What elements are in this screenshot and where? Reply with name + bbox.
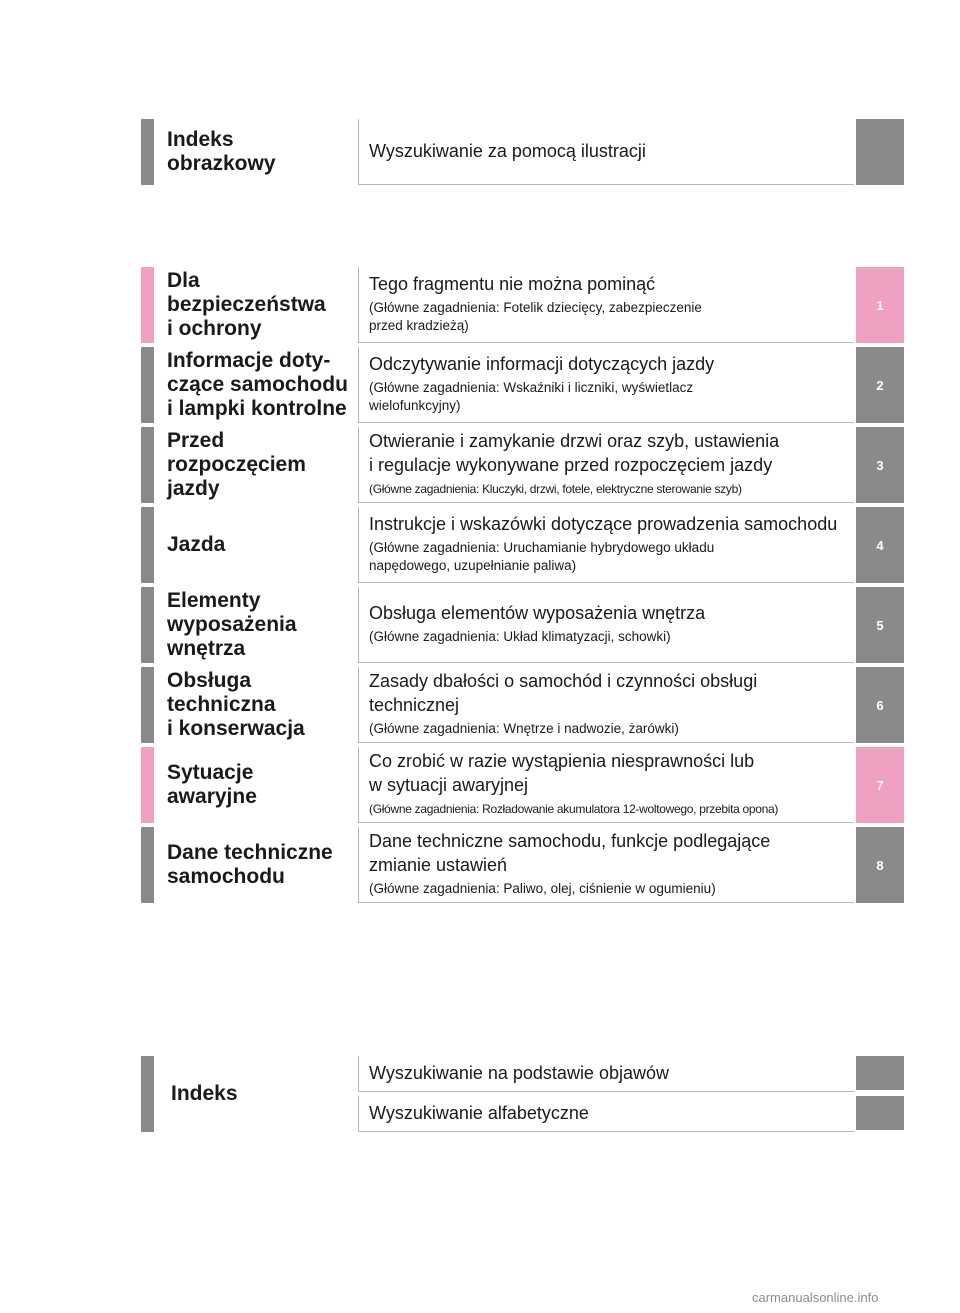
section-bar bbox=[141, 507, 154, 583]
section-subtopics: (Główne zagadnienia: Wskaźniki i licznik… bbox=[369, 380, 694, 413]
section-main-text: Wyszukiwanie za pomocą ilustracji bbox=[369, 140, 646, 161]
section-bar bbox=[141, 747, 154, 823]
chapter-tab-7[interactable]: 7 bbox=[856, 747, 904, 823]
section-main-text: Co zrobić w razie wystąpienia niesprawno… bbox=[369, 751, 755, 795]
section-title: Obsługa techniczna i konserwacja bbox=[167, 669, 305, 740]
section-main-text: Zasady dbałości o samochód i czynności o… bbox=[369, 671, 758, 715]
section-main-text: Otwieranie i zamykanie drzwi oraz szyb, … bbox=[369, 431, 780, 475]
section-safety[interactable]: Dla bezpieczeństwa i ochrony Tego fragme… bbox=[141, 267, 904, 343]
section-main-text: Tego fragmentu nie można pominąć bbox=[369, 274, 656, 294]
index-tab-symptoms[interactable] bbox=[856, 1056, 904, 1090]
section-description: Wyszukiwanie za pomocą ilustracji bbox=[358, 119, 854, 185]
section-bar bbox=[141, 119, 154, 185]
section-bar bbox=[141, 827, 154, 903]
section-main-text: Dane techniczne samochodu, funkcje podle… bbox=[369, 831, 771, 875]
index-tab-alphabetical[interactable] bbox=[856, 1096, 904, 1130]
section-picture-index[interactable]: Indeks obrazkowy Wyszukiwanie za pomocą … bbox=[141, 119, 904, 185]
index-item-label: Wyszukiwanie na podstawie objawów bbox=[369, 1063, 669, 1083]
chapter-tab-5[interactable]: 5 bbox=[856, 587, 904, 663]
section-description: Dane techniczne samochodu, funkcje podle… bbox=[358, 827, 854, 903]
section-title: Przed rozpoczęciem jazdy bbox=[167, 429, 306, 500]
section-instruments[interactable]: Informacje doty- czące samochodu i lampk… bbox=[141, 347, 904, 423]
section-index: Indeks Wyszukiwanie na podstawie objawów… bbox=[141, 1056, 904, 1132]
chapter-tab-6[interactable]: 6 bbox=[856, 667, 904, 743]
section-subtopics: (Główne zagadnienia: Kluczyki, drzwi, fo… bbox=[369, 482, 742, 496]
section-title: Jazda bbox=[167, 533, 226, 556]
index-item-label: Wyszukiwanie alfabetyczne bbox=[369, 1103, 589, 1123]
section-before-driving[interactable]: Przed rozpoczęciem jazdy Otwieranie i za… bbox=[141, 427, 904, 503]
chapter-tab-4[interactable]: 4 bbox=[856, 507, 904, 583]
section-bar bbox=[141, 667, 154, 743]
section-specifications[interactable]: Dane techniczne samochodu Dane techniczn… bbox=[141, 827, 904, 903]
section-description: Odczytywanie informacji dotyczących jazd… bbox=[358, 347, 854, 423]
watermark: carmanualsonline.info bbox=[752, 1290, 879, 1305]
section-emergency[interactable]: Sytuacje awaryjne Co zrobić w razie wyst… bbox=[141, 747, 904, 823]
section-title: Indeks obrazkowy bbox=[167, 128, 276, 175]
section-subtopics: (Główne zagadnienia: Układ klimatyzacji,… bbox=[369, 629, 671, 644]
section-description: Zasady dbałości o samochód i czynności o… bbox=[358, 667, 854, 743]
section-bar bbox=[141, 267, 154, 343]
section-description: Tego fragmentu nie można pominąć (Główne… bbox=[358, 267, 854, 343]
section-subtopics: (Główne zagadnienia: Rozładowanie akumul… bbox=[369, 802, 779, 816]
section-driving[interactable]: Jazda Instrukcje i wskazówki dotyczące p… bbox=[141, 507, 904, 583]
section-title: Informacje doty- czące samochodu i lampk… bbox=[167, 349, 348, 420]
section-bar bbox=[141, 1056, 154, 1132]
section-title: Sytuacje awaryjne bbox=[167, 761, 257, 808]
section-title: Elementy wyposażenia wnętrza bbox=[167, 589, 297, 660]
section-bar bbox=[141, 347, 154, 423]
section-maintenance[interactable]: Obsługa techniczna i konserwacja Zasady … bbox=[141, 667, 904, 743]
section-subtopics: (Główne zagadnienia: Fotelik dziecięcy, … bbox=[369, 300, 702, 333]
section-interior[interactable]: Elementy wyposażenia wnętrza Obsługa ele… bbox=[141, 587, 904, 663]
chapter-tab-8[interactable]: 8 bbox=[856, 827, 904, 903]
section-subtopics: (Główne zagadnienia: Uruchamianie hybryd… bbox=[369, 540, 715, 573]
section-subtopics: (Główne zagadnienia: Paliwo, olej, ciśni… bbox=[369, 881, 716, 896]
section-main-text: Obsługa elementów wyposażenia wnętrza bbox=[369, 603, 706, 623]
section-description: Co zrobić w razie wystąpienia niesprawno… bbox=[358, 747, 854, 823]
section-bar bbox=[141, 427, 154, 503]
section-main-text: Odczytywanie informacji dotyczących jazd… bbox=[369, 354, 715, 374]
chapter-tab-3[interactable]: 3 bbox=[856, 427, 904, 503]
index-symptom-search[interactable]: Wyszukiwanie na podstawie objawów bbox=[358, 1056, 854, 1092]
index-alphabetical-search[interactable]: Wyszukiwanie alfabetyczne bbox=[358, 1096, 854, 1132]
section-description: Instrukcje i wskazówki dotyczące prowadz… bbox=[358, 507, 854, 583]
section-title: Dla bezpieczeństwa i ochrony bbox=[167, 269, 326, 340]
chapter-tab-1[interactable]: 1 bbox=[856, 267, 904, 343]
section-tab[interactable] bbox=[856, 119, 904, 185]
section-title: Indeks bbox=[171, 1082, 238, 1105]
section-main-text: Instrukcje i wskazówki dotyczące prowadz… bbox=[369, 514, 838, 534]
section-title: Dane techniczne samochodu bbox=[167, 841, 333, 888]
section-bar bbox=[141, 587, 154, 663]
section-description: Obsługa elementów wyposażenia wnętrza (G… bbox=[358, 587, 854, 663]
section-subtopics: (Główne zagadnienia: Wnętrze i nadwozie,… bbox=[369, 721, 679, 736]
section-description: Otwieranie i zamykanie drzwi oraz szyb, … bbox=[358, 427, 854, 503]
chapter-tab-2[interactable]: 2 bbox=[856, 347, 904, 423]
